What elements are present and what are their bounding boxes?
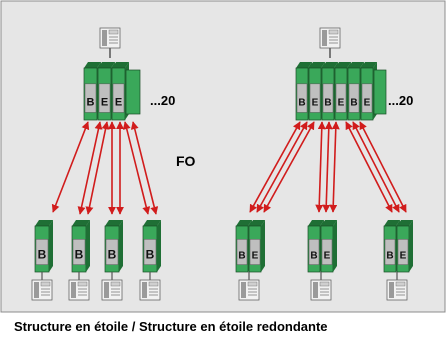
left-child-1: B [71, 220, 90, 273]
left-child-2: B [104, 220, 123, 273]
right-top-controller-icon [319, 27, 341, 58]
left-count-label: ...20 [150, 93, 175, 108]
right-child-2-module-0-letter: B [386, 251, 393, 262]
right-child-2-device-icon [386, 279, 408, 301]
left-hub-module-0-letter: B [87, 97, 95, 109]
left-child-0: B [34, 220, 53, 273]
left-hub-module-2: E [111, 62, 129, 121]
right-child-1-device-icon [310, 279, 332, 301]
right-hub-module-5-letter: E [364, 98, 371, 109]
right-child-0-module-1-letter: E [252, 251, 259, 262]
left-child-3: B [142, 220, 161, 273]
right-child-1-module-1: E [320, 220, 337, 273]
right-child-0-device-icon [238, 279, 260, 301]
right-child-1-module-1-letter: E [324, 251, 331, 262]
left-hub-module-2-letter: E [115, 97, 122, 109]
right-child-1-module-0-letter: B [310, 251, 317, 262]
right-hub-module-2-letter: B [324, 98, 331, 109]
right-hub-module-3-letter: E [338, 98, 345, 109]
right-fiber-links [249, 121, 407, 213]
right-hub-module-1-letter: E [312, 98, 319, 109]
left-top-controller-icon [99, 27, 121, 58]
left-hub-module-1: E [97, 62, 115, 121]
caption: Structure en étoile / Structure en étoil… [14, 319, 328, 334]
left-child-1-device-icon [68, 279, 90, 301]
left-child-3-device-icon [139, 279, 161, 301]
medium-label: FO [176, 153, 196, 169]
left-child-2-letter: B [108, 248, 117, 262]
right-child-0-module-0-letter: B [238, 251, 245, 262]
right-count-label: ...20 [388, 93, 413, 108]
right-child-2-module-1-letter: E [400, 251, 407, 262]
left-fiber-links [51, 121, 159, 215]
left-child-3-letter: B [146, 248, 155, 262]
right-hub-module-0-letter: B [298, 98, 305, 109]
left-hub-module-1-letter: E [101, 97, 108, 109]
right-child-0-module-1: E [248, 220, 265, 273]
left-child-0-letter: B [38, 248, 47, 262]
right-child-2-module-1: E [396, 220, 413, 273]
left-child-2-device-icon [101, 279, 123, 301]
left-child-1-letter: B [75, 248, 84, 262]
right-hub-module-4-letter: B [350, 98, 357, 109]
left-child-0-device-icon [31, 279, 53, 301]
